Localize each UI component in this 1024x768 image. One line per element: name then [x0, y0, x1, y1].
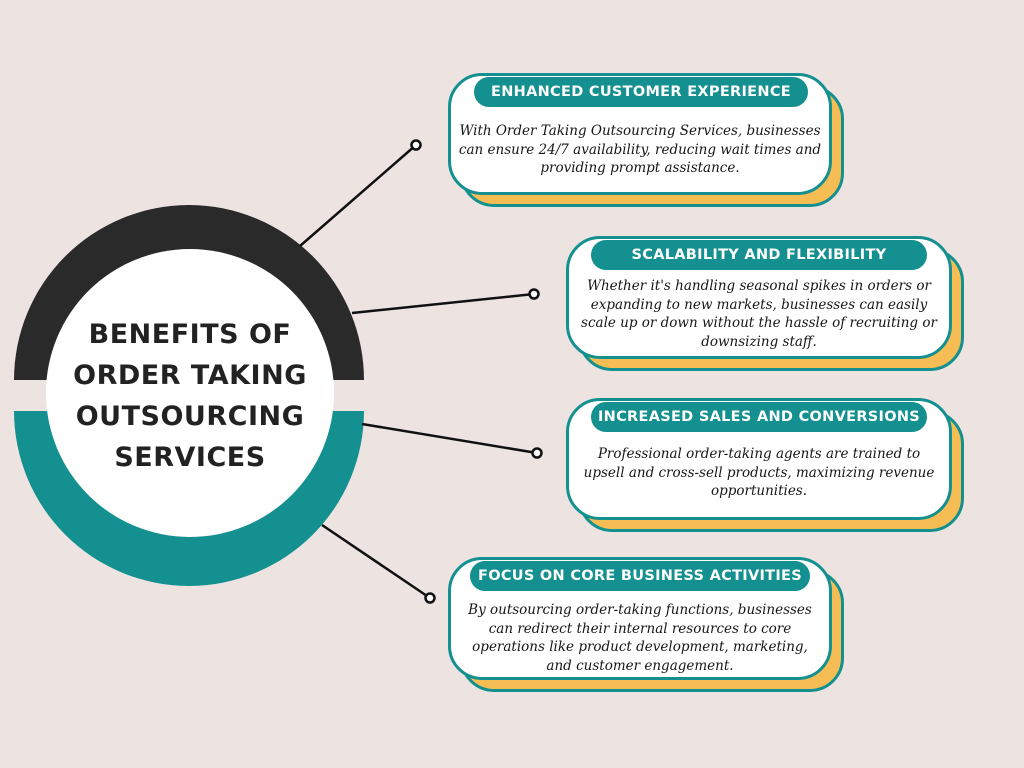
hub-title-line: ORDER TAKING [73, 360, 307, 391]
hub-title: BENEFITS OF ORDER TAKING OUTSOURCING SER… [64, 314, 316, 478]
card-title: ENHANCED CUSTOMER EXPERIENCE [474, 77, 808, 107]
connector-dot-2 [528, 288, 540, 300]
benefit-card-core-activities: FOCUS ON CORE BUSINESS ACTIVITIES By out… [448, 557, 844, 692]
card-title: FOCUS ON CORE BUSINESS ACTIVITIES [470, 561, 810, 591]
card-title: SCALABILITY AND FLEXIBILITY [591, 240, 927, 270]
connector-line-1 [299, 144, 417, 247]
card-description: By outsourcing order-taking functions, b… [468, 602, 812, 674]
connector-dot-3 [531, 447, 543, 459]
benefit-card-scalability: SCALABILITY AND FLEXIBILITY Whether it's… [566, 236, 964, 371]
hub-title-line: SERVICES [114, 442, 266, 473]
benefit-card-customer-experience: ENHANCED CUSTOMER EXPERIENCE With Order … [448, 73, 844, 207]
card-description: With Order Taking Outsourcing Services, … [458, 123, 822, 176]
card-description: Whether it's handling seasonal spikes in… [581, 278, 937, 350]
connector-dot-1 [410, 139, 422, 151]
connector-dot-4 [424, 592, 436, 604]
hub-title-line: OUTSOURCING [75, 401, 305, 432]
connector-line-4 [321, 523, 431, 600]
hub-title-line: BENEFITS OF [88, 319, 292, 350]
card-title: INCREASED SALES AND CONVERSIONS [591, 402, 927, 432]
connector-line-2 [351, 292, 535, 315]
hub-inner-circle [46, 249, 334, 537]
card-description: Professional order-taking agents are tra… [583, 446, 935, 499]
benefit-card-sales: INCREASED SALES AND CONVERSIONS Professi… [566, 398, 964, 532]
connector-line-3 [361, 422, 538, 455]
